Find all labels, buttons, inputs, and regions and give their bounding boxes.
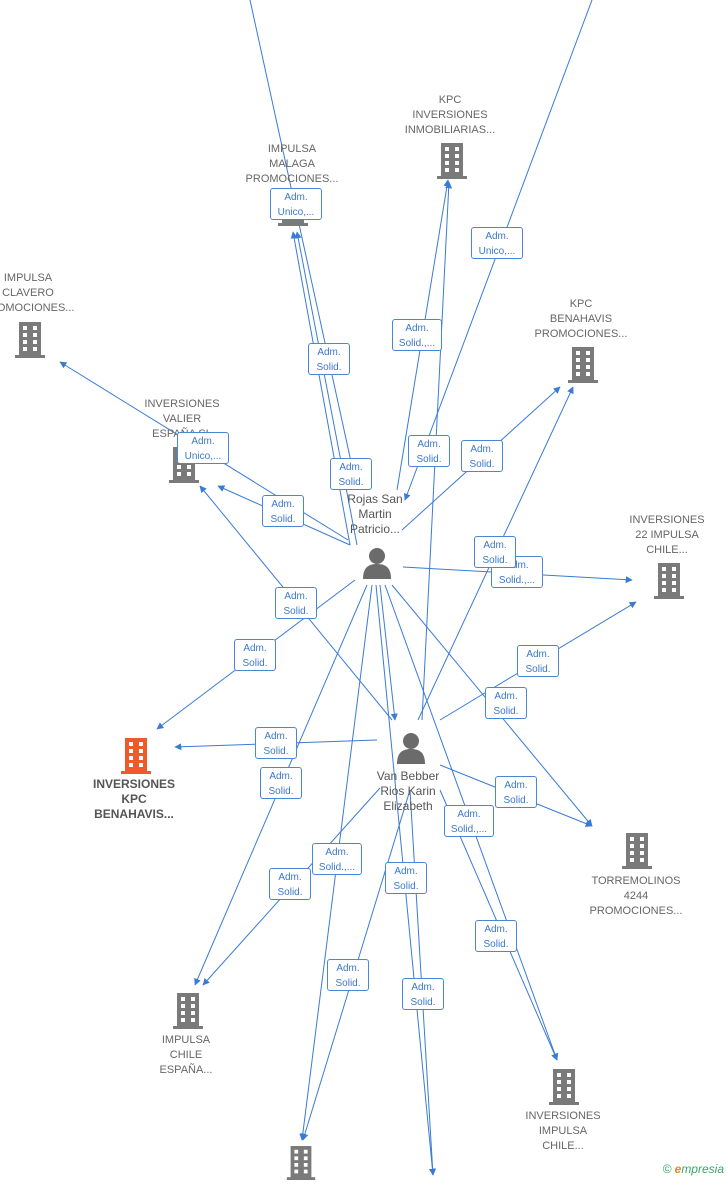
node-label-inversiones-impulsa-chile[interactable]: INVERSIONES IMPULSA CHILE... <box>525 1110 601 1152</box>
node-label-impulsa-clavero[interactable]: IMPULSA CLAVERO PROMOCIONES... <box>0 272 75 314</box>
edge-label-adm-solid[interactable]: Adm. Solid. <box>475 920 517 952</box>
edge-label-adm-solid-more[interactable]: Adm. Solid.,... <box>312 843 362 875</box>
node-label-rojas-san-martin[interactable]: Rojas San Martin Patricio... <box>347 492 403 536</box>
building-icon[interactable] <box>622 833 652 874</box>
building-icon-focus[interactable] <box>120 738 152 779</box>
node-label-kpc-inversiones-inmobiliarias[interactable]: KPC INVERSIONES INMOBILIARIAS... <box>404 94 496 136</box>
node-label-inversiones-kpc-benahavis[interactable]: INVERSIONES KPC BENAHAVIS... <box>92 777 176 821</box>
edge-label-adm-solid[interactable]: Adm. Solid. <box>485 687 527 719</box>
edge-label-adm-solid[interactable]: Adm. Solid. <box>275 587 317 619</box>
edge-label-adm-solid[interactable]: Adm. Solid. <box>260 767 302 799</box>
node-label-impulsa-chile-espana[interactable]: IMPULSA CHILE ESPAÑA... <box>159 1034 213 1076</box>
edge-line <box>294 231 358 546</box>
edge-label-adm-solid[interactable]: Adm. Solid. <box>402 978 444 1010</box>
edge-label-adm-solid[interactable]: Adm. Solid. <box>262 495 304 527</box>
edge-line <box>249 0 358 481</box>
empresia-logo: ©empresia <box>662 1162 724 1176</box>
edges <box>59 0 637 1176</box>
edge-label-adm-solid[interactable]: Adm. Solid. <box>234 639 276 671</box>
edge-label-adm-solid[interactable]: Adm. Solid. <box>461 440 503 472</box>
edge-label-adm-solid[interactable]: Adm. Solid. <box>474 536 516 568</box>
edge-label-adm-unico[interactable]: Adm. Unico,... <box>177 432 229 464</box>
edge-line <box>290 231 351 546</box>
edge-label-adm-solid[interactable]: Adm. Solid. <box>308 343 350 375</box>
edge-label-adm-unico[interactable]: Adm. Unico,... <box>270 188 322 220</box>
edge-line <box>379 584 398 721</box>
person-icon[interactable] <box>362 547 392 584</box>
node-label-torremolinos[interactable]: TORREMOLINOS 4244 PROMOCIONES... <box>589 875 683 917</box>
edge-label-adm-solid[interactable]: Adm. Solid. <box>330 458 372 490</box>
edge-label-adm-solid[interactable]: Adm. Solid. <box>385 862 427 894</box>
edge-label-adm-solid[interactable]: Adm. Solid. <box>327 959 369 991</box>
edge-label-adm-solid[interactable]: Adm. Solid. <box>255 727 297 759</box>
node-label-impulsa-malaga[interactable]: IMPULSA MALAGA PROMOCIONES... <box>245 143 339 185</box>
edge-label-adm-solid-more[interactable]: Adm. Solid.,... <box>491 556 543 588</box>
edge-label-adm-solid[interactable]: Adm. Solid. <box>495 776 537 808</box>
edge-label-adm-unico[interactable]: Adm. Unico,... <box>471 227 523 259</box>
building-icon[interactable] <box>15 322 45 363</box>
node-label-inversiones-22-impulsa-chile[interactable]: INVERSIONES 22 IMPULSA CHILE... <box>629 514 705 556</box>
edge-label-adm-solid[interactable]: Adm. Solid. <box>517 645 559 677</box>
edge-label-adm-solid-more[interactable]: Adm. Solid.,... <box>392 319 442 351</box>
edge-label-adm-solid[interactable]: Adm. Solid. <box>269 868 311 900</box>
edge-label-adm-solid-more[interactable]: Adm. Solid.,... <box>444 805 494 837</box>
building-icon[interactable] <box>568 347 598 388</box>
building-icon[interactable] <box>654 563 684 604</box>
building-icon[interactable] <box>437 143 467 184</box>
person-icon[interactable] <box>396 732 426 769</box>
building-icon[interactable] <box>549 1069 579 1110</box>
edge-label-adm-solid[interactable]: Adm. Solid. <box>408 435 450 467</box>
node-label-van-bebber[interactable]: Van Bebber Rios Karin Elizabeth <box>376 769 440 813</box>
building-icon[interactable] <box>173 993 203 1034</box>
building-icon[interactable] <box>286 1146 316 1185</box>
node-label-kpc-benahavis-promociones[interactable]: KPC BENAHAVIS PROMOCIONES... <box>534 298 628 340</box>
